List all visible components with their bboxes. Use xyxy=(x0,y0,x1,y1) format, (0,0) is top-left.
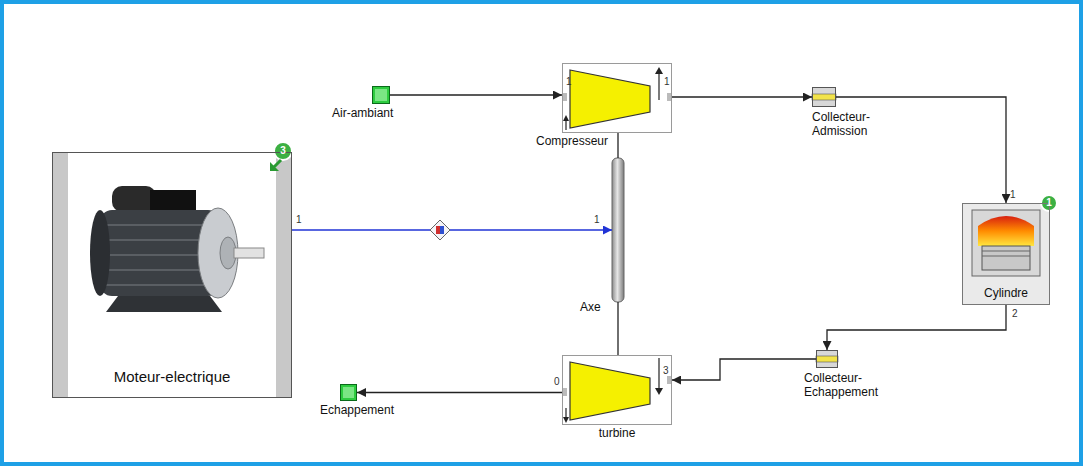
port-number: 1 xyxy=(566,76,572,88)
piston-ring xyxy=(982,251,1030,252)
sink-symbol xyxy=(340,384,357,401)
motor-rib xyxy=(106,224,212,226)
turbine-symbol xyxy=(570,362,650,420)
compressor-symbol xyxy=(570,70,650,128)
cylinder-panel xyxy=(962,203,1050,305)
cylinder-block-symbol xyxy=(972,210,1040,276)
turbine-block-outline xyxy=(562,355,672,425)
badge-arrow-head xyxy=(270,162,279,171)
motor-rib xyxy=(106,269,212,271)
motor-shaft xyxy=(234,248,264,258)
block-label: Echappement xyxy=(320,403,394,417)
port-number: 0 xyxy=(554,376,560,388)
block-label: Compresseur xyxy=(508,134,608,148)
coupling-mark xyxy=(440,226,444,234)
compressor-arrow xyxy=(658,72,659,100)
motor-panel xyxy=(52,152,292,398)
source-symbol xyxy=(372,86,390,104)
turbine-block: turbine xyxy=(562,355,672,439)
turbine-arrow xyxy=(658,358,659,390)
flow-connector xyxy=(390,94,562,95)
flow-connector xyxy=(672,359,816,380)
turbine-arrow-head xyxy=(655,388,663,395)
manifold-stripe xyxy=(816,356,838,362)
sink-block-outline xyxy=(340,384,357,401)
motor-end-bell xyxy=(198,208,238,298)
motor-rib xyxy=(106,284,212,286)
block-label: Collecteur-Admission xyxy=(812,110,896,139)
port-number: 1 xyxy=(1010,189,1016,201)
flow-connector xyxy=(672,96,812,97)
block-label: Axe xyxy=(580,300,601,314)
port-number: 1 xyxy=(296,214,302,226)
flow-connector xyxy=(357,392,562,393)
port-number: 2 xyxy=(1012,308,1018,320)
block-label: Collecteur-Echappement xyxy=(804,371,888,400)
motor-feet xyxy=(106,296,222,312)
badge-number: 3 xyxy=(277,145,289,157)
manifold-symbol xyxy=(816,350,838,368)
flow-connector xyxy=(827,305,1006,350)
block-label: Moteur-electrique xyxy=(52,368,292,386)
block-label: Cylindre xyxy=(962,286,1050,300)
piston-ring xyxy=(982,256,1030,257)
source-symbol-inner xyxy=(375,89,387,101)
sink-symbol-inner xyxy=(343,387,354,398)
shaft-block-outline xyxy=(612,158,624,302)
badge-circle xyxy=(274,142,292,160)
combustion-flame xyxy=(978,216,1034,246)
motor-side-band xyxy=(276,152,292,398)
cylinder-block: Cylindre xyxy=(962,203,1050,319)
port-number: 1 xyxy=(594,214,600,226)
flow-connector xyxy=(617,133,618,158)
motor-rear-cap xyxy=(90,210,110,296)
coupling-mark xyxy=(436,226,440,234)
sink-block: Echappement xyxy=(320,384,394,415)
compressor-arrow-head xyxy=(563,115,569,121)
motor-rib xyxy=(106,254,212,256)
motor-side-band xyxy=(52,152,68,398)
compressor-block: Compresseur xyxy=(562,63,672,147)
manifold-block-outline xyxy=(812,87,836,107)
manifold-block-outline xyxy=(816,350,838,368)
shaft-symbol xyxy=(612,158,624,302)
manifold-symbol xyxy=(812,87,836,107)
manifold-block: Collecteur-Admission xyxy=(812,87,896,136)
port-number: 1 xyxy=(664,76,670,88)
motor-block: Moteur-electrique xyxy=(52,152,292,416)
shaft-block: Axe xyxy=(612,158,633,316)
turbine-frame xyxy=(562,355,672,425)
motor-rib xyxy=(106,239,212,241)
compressor-arrow-head xyxy=(655,67,663,74)
block-label: Air-ambiant xyxy=(332,106,393,120)
source-block: Air-ambiant xyxy=(332,86,393,118)
piston-symbol xyxy=(982,246,1030,270)
turbine-arrow-head xyxy=(563,417,569,423)
flow-connector xyxy=(292,229,612,230)
source-block-outline xyxy=(372,86,390,104)
badge-number: 1 xyxy=(1043,197,1055,209)
compressor-frame xyxy=(562,63,672,133)
port-number: 3 xyxy=(663,365,669,377)
manifold-block: Collecteur-Echappement xyxy=(816,350,900,397)
motor-ribs xyxy=(106,225,212,285)
coupling-symbol xyxy=(430,220,450,240)
flow-connector xyxy=(617,302,618,355)
motor-block-outline xyxy=(52,152,292,398)
block-label: turbine xyxy=(562,426,672,440)
manifold-stripe xyxy=(812,94,836,100)
compressor-block-outline xyxy=(562,63,672,133)
motor-capacitor xyxy=(112,186,156,212)
